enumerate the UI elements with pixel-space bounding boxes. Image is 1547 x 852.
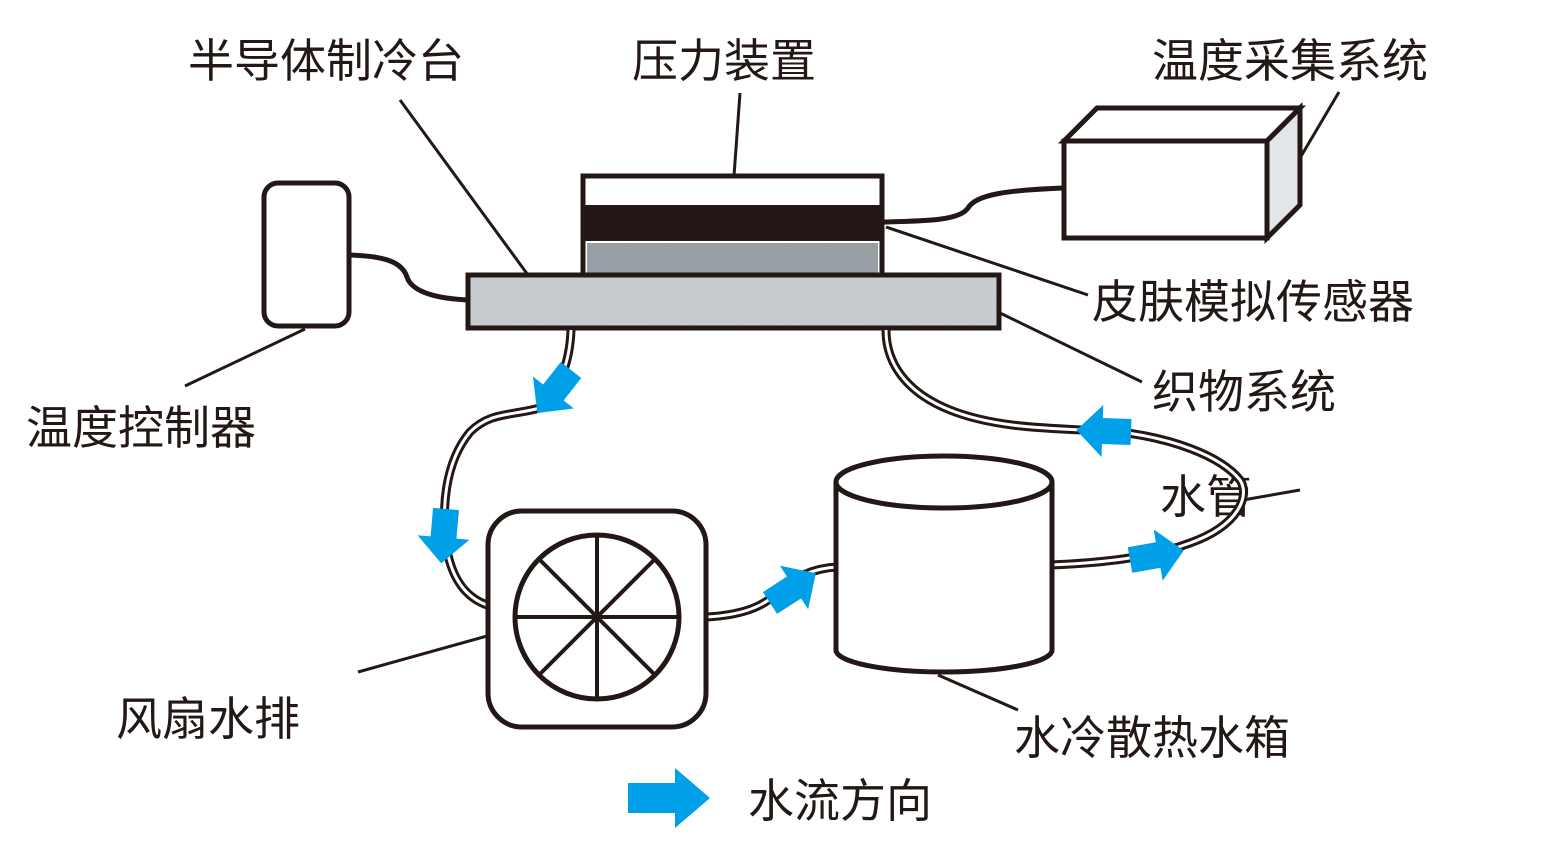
legend-label: 水流方向 [748,774,932,828]
water-tank [833,453,1055,675]
acquisition-cable [883,185,1065,225]
label-cold-plate: 半导体制冷台 [188,34,464,88]
temp-acquisition-box [1057,101,1307,245]
fabric-cold-plate [465,272,1002,331]
flow-arrow-5 [1076,405,1132,457]
label-water-tank: 水冷散热水箱 [1014,711,1290,765]
leader-water-pipe [1242,488,1301,502]
leader-fan-radiator [357,634,488,674]
leader-lines [184,91,1341,712]
label-fan-radiator: 风扇水排 [116,692,300,746]
label-temp-controller: 温度控制器 [26,401,256,455]
leader-temp-acquisition [1298,91,1341,159]
pressure-device [580,173,885,279]
legend: 水流方向 [628,768,932,828]
flow-arrow-2 [417,507,470,564]
pressure-plate-black [585,205,880,241]
controller-cable [348,252,471,303]
label-skin-sensor: 皮肤模拟传感器 [1092,275,1414,329]
leader-temp-controller [184,327,306,388]
leader-water-tank [937,673,1019,712]
leader-cold-plate [398,99,530,276]
flow-arrow-1 [532,361,582,414]
arrow-right-icon [628,768,710,828]
label-fabric-system: 织物系统 [1152,365,1336,419]
flow-arrow-4 [1127,529,1184,581]
leader-pressure-device [732,92,742,177]
leader-skin-sensor [885,225,1089,297]
flow-arrows [417,361,1184,614]
flow-arrow-3 [762,565,816,614]
label-temp-acquisition: 温度采集系统 [1152,34,1428,88]
fan-radiator [485,508,709,730]
temp-controller-box [261,180,352,329]
leader-fabric-system [997,310,1143,384]
label-pressure-device: 压力装置 [632,34,816,88]
